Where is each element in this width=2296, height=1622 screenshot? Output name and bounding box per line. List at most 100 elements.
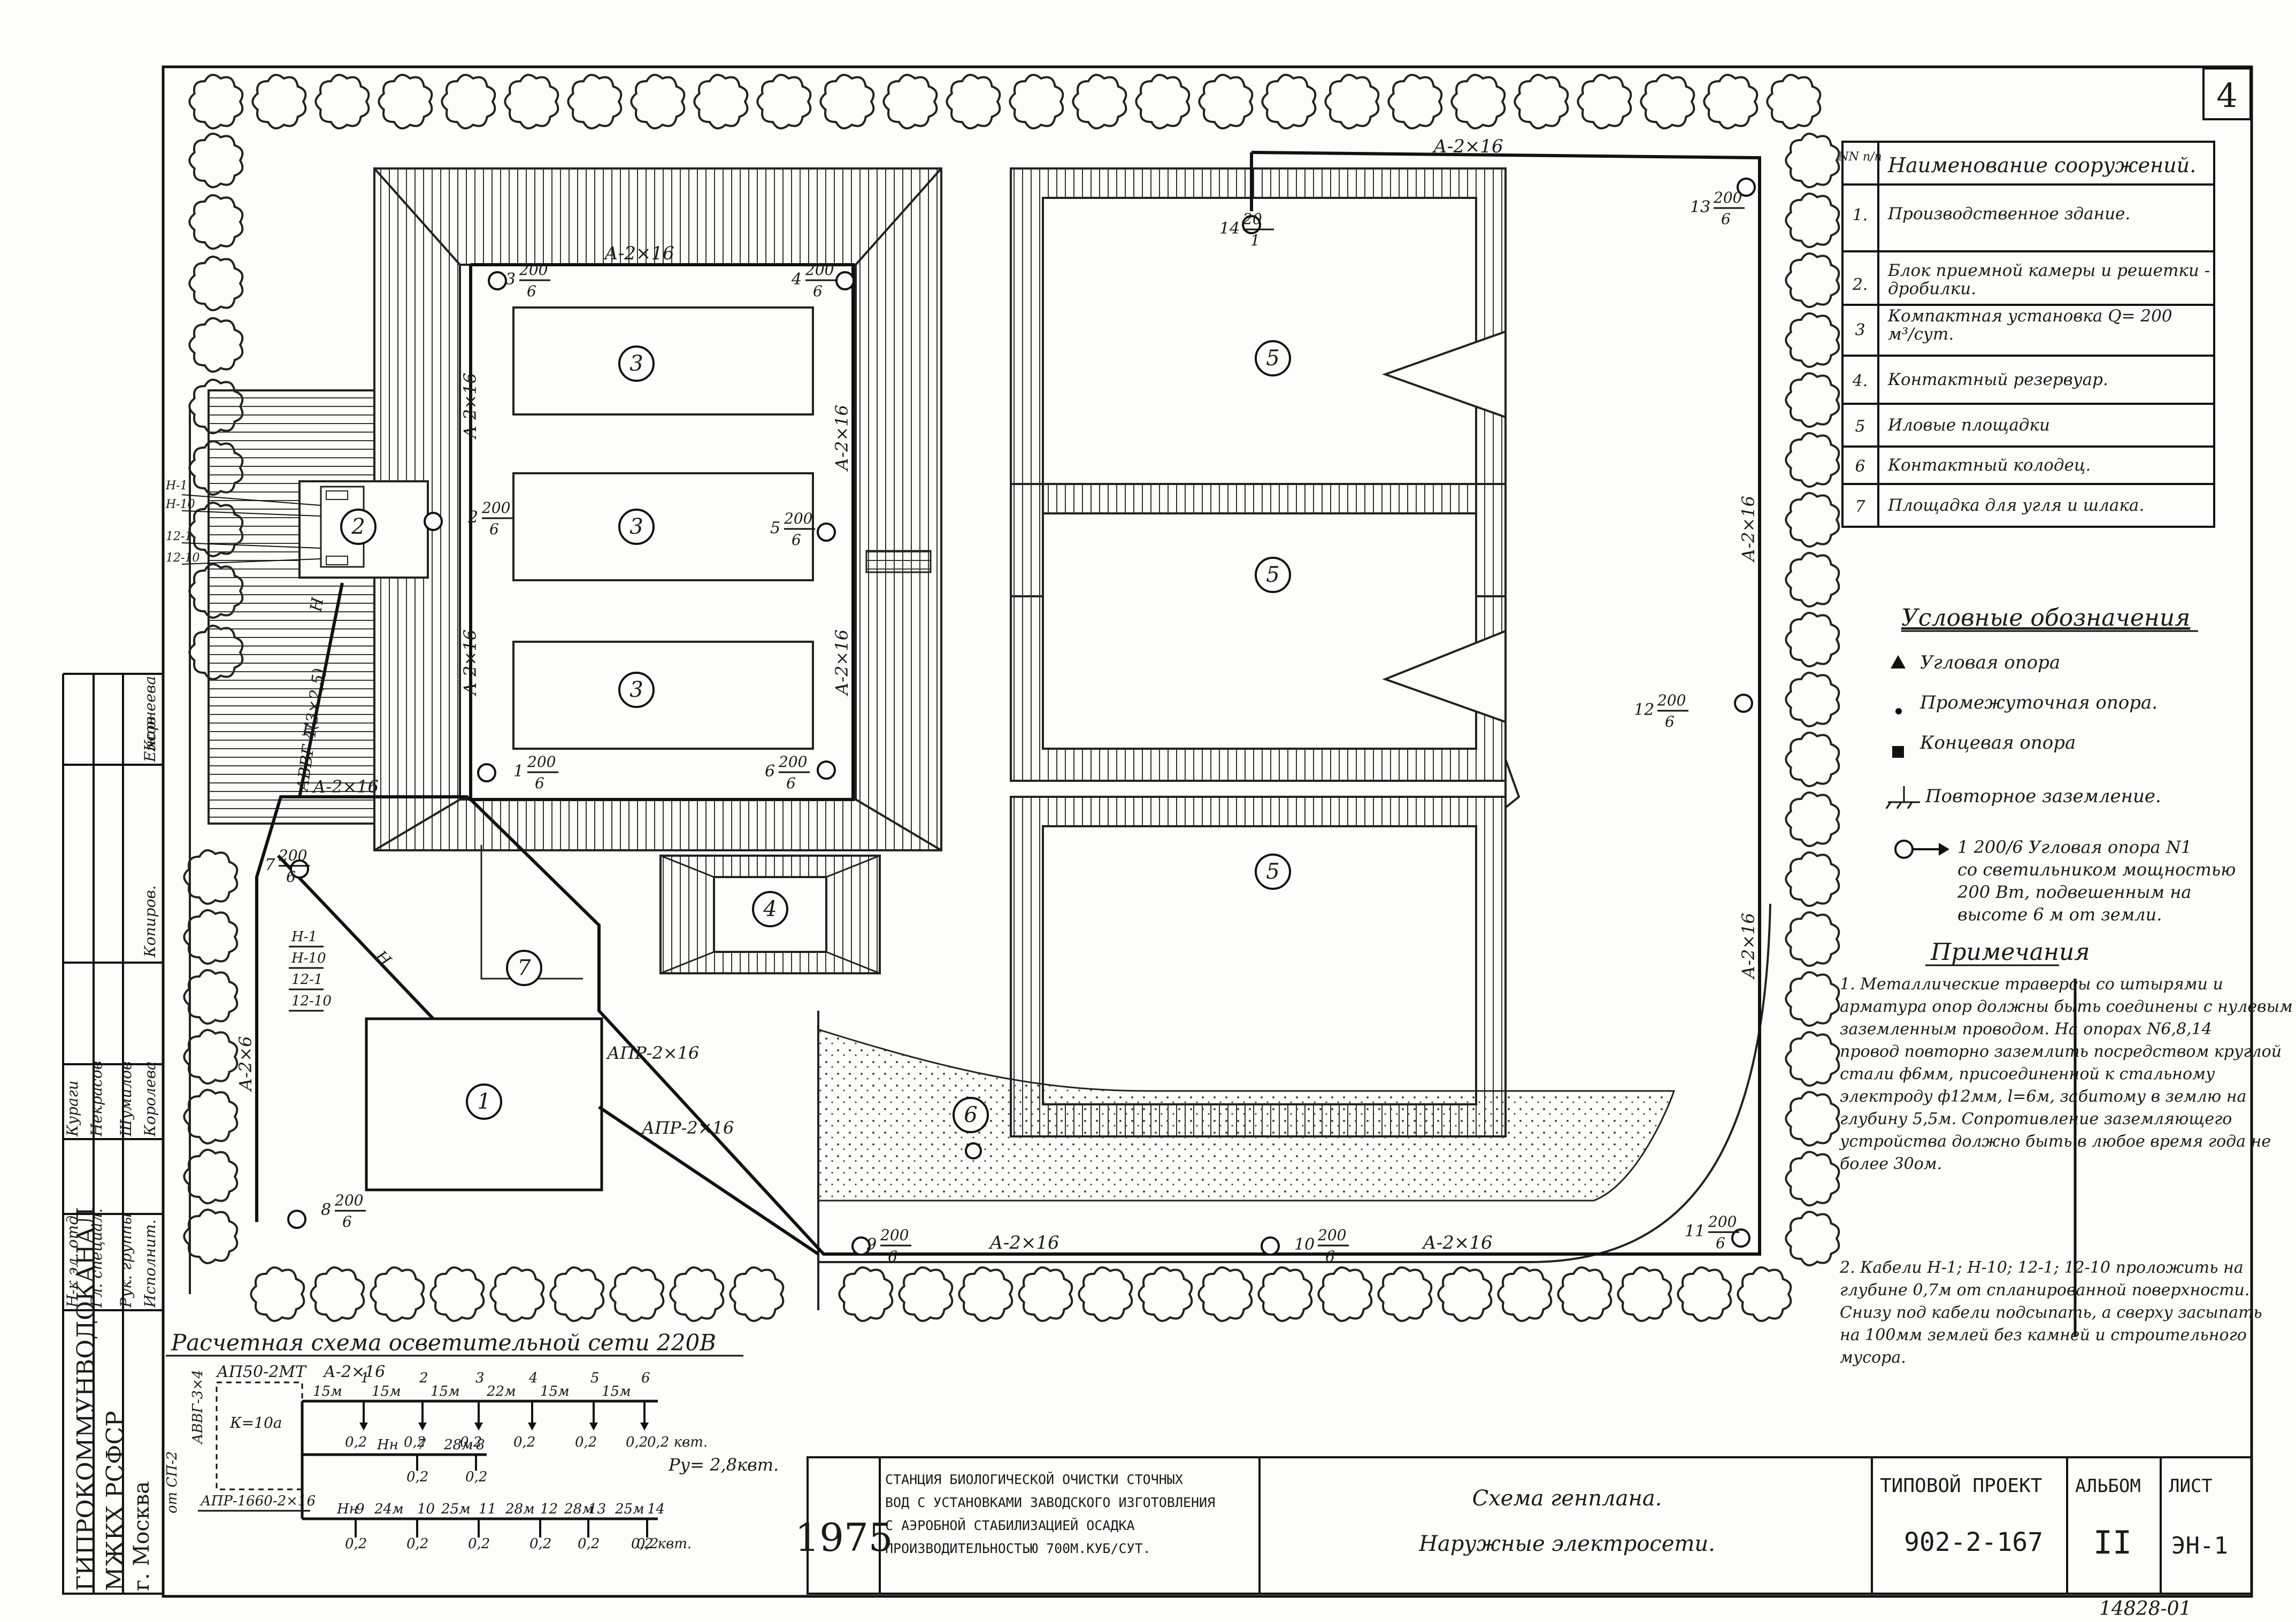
- table-row-num: 2.: [1852, 275, 1868, 294]
- pole-height: 6: [1721, 210, 1731, 228]
- calc-scheme: Расчетная схема осветительной сети 220В …: [164, 1329, 779, 1552]
- building-number: 4: [763, 897, 777, 921]
- node-load: 0,2: [345, 1536, 367, 1552]
- symbols-title: Условные обозначения: [1901, 604, 2190, 632]
- lamp-icon: [424, 512, 443, 531]
- pole-power: 200: [519, 261, 548, 279]
- tree-icon: [1785, 612, 1840, 667]
- node-load: 0,2: [575, 1434, 597, 1450]
- tree-icon: [1640, 74, 1695, 129]
- node-number: 4: [528, 1370, 538, 1386]
- stamp-role-1: Н-к эл. отд.: [64, 1211, 81, 1308]
- tree-icon: [1785, 672, 1840, 727]
- building-5: 5: [1255, 854, 1291, 890]
- stamp-org-1: ГИПРОКОММУНВОДОКАНАЛ: [72, 1207, 99, 1591]
- node-load: 0,2: [406, 1469, 428, 1485]
- intermediate-pole-icon: [1895, 708, 1902, 714]
- tree-icon: [567, 74, 623, 129]
- span-length: 15м: [540, 1383, 570, 1400]
- drawing-title-1: Схема генплана.: [1472, 1486, 1662, 1511]
- tree-icon: [1198, 74, 1254, 129]
- tree-icon: [1785, 1031, 1840, 1087]
- pole-height: 1: [1250, 232, 1260, 249]
- row3-label: 28м: [564, 1501, 594, 1517]
- lamp-icon: [1731, 1228, 1750, 1248]
- wire-label-a2x16-north: А-2×16: [1432, 136, 1503, 157]
- pole-power: 200: [1317, 1226, 1346, 1244]
- tree-icon: [838, 1266, 894, 1322]
- title-year: 1975: [795, 1515, 893, 1560]
- left-cable-label-1: Н-1: [165, 479, 188, 493]
- calc-panel1: АП50-2МТ: [216, 1363, 307, 1381]
- wire-label-a2x16-east-2: А-2×16: [832, 629, 852, 696]
- pole-power: 200: [1713, 189, 1742, 206]
- corner-pole-icon: [1891, 655, 1906, 668]
- tree-icon: [1078, 1266, 1133, 1322]
- tree-icon: [882, 74, 938, 129]
- tree-icon: [1785, 1091, 1840, 1147]
- power-lines: [255, 151, 1761, 1256]
- pole-number: 9: [866, 1235, 877, 1254]
- tree-icon: [1437, 1266, 1493, 1322]
- pole-number: 8: [321, 1201, 331, 1219]
- lighting-poles: 1200622006320064200652006620067200682006…: [265, 178, 1756, 1265]
- tree-icon: [1072, 74, 1127, 129]
- row2-label: 7: [417, 1437, 426, 1453]
- tree-icon: [183, 849, 239, 905]
- tree-icon: [183, 1149, 239, 1204]
- station-line-1: СТАНЦИЯ БИОЛОГИЧЕСКОЙ ОЧИСТКИ СТОЧНЫХ: [885, 1472, 1183, 1487]
- pole-height: 6: [1665, 713, 1675, 731]
- building-number: 3: [629, 678, 643, 702]
- wire-label-a2x16-south-1: А-2×16: [988, 1232, 1059, 1254]
- table-row-name: Контактный колодец.: [1887, 456, 2091, 475]
- tree-icon: [1497, 1266, 1553, 1322]
- tree-icon: [429, 1266, 485, 1322]
- node-load: 0,2: [404, 1434, 426, 1450]
- pole-number: 1: [513, 762, 524, 781]
- building-3: 3: [618, 509, 655, 545]
- building-number: 1: [477, 1089, 490, 1114]
- tree-icon: [1785, 133, 1840, 188]
- lamp-icon: [817, 760, 836, 780]
- pole-number: 6: [765, 762, 775, 781]
- stamp-org-2: МЖКХ РСФСР: [102, 1411, 129, 1591]
- row3-label: 14: [647, 1501, 665, 1517]
- calc-avvg: АВВГ-3×4: [190, 1370, 206, 1445]
- wire-label-a2x16-top: А-2×16: [603, 243, 674, 264]
- pole-power: 200: [1657, 691, 1686, 709]
- tree-icon: [250, 1266, 305, 1322]
- tree-icon: [1009, 74, 1064, 129]
- tree-icon: [819, 74, 875, 129]
- tree-icon: [1785, 851, 1840, 907]
- wire-label-a2x16-west-1: А-2×16: [460, 373, 480, 440]
- row2-label: Нн: [377, 1437, 398, 1453]
- node-load: 0,2: [465, 1469, 487, 1485]
- table-row-num: 5: [1855, 417, 1865, 436]
- span-length: 15м: [313, 1383, 342, 1400]
- wire-label-a2x16-east-4: А-2×16: [1738, 913, 1759, 980]
- pole-height: 6: [1716, 1234, 1725, 1252]
- pole-height: 6: [813, 282, 823, 300]
- pole-height: 6: [489, 520, 499, 538]
- table-header-num: NN п/п: [1838, 150, 1882, 164]
- lamp-pole-icon: [1894, 840, 1949, 859]
- stamp-extra-1: Копиров.: [141, 885, 159, 958]
- symbol-corner-pole: Угловая опора: [1920, 652, 2060, 673]
- tree-icon: [183, 1029, 239, 1085]
- building-3: 3: [618, 672, 655, 708]
- row3-label: 11: [479, 1501, 496, 1517]
- pole-power: 200: [481, 499, 510, 517]
- project-label: ТИПОВОЙ ПРОЕКТ: [1880, 1474, 2042, 1497]
- stamp-extra-2: Ежов: [141, 717, 159, 763]
- stamp-role-2: Гл. специал.: [88, 1209, 105, 1308]
- tree-icon: [1450, 74, 1506, 129]
